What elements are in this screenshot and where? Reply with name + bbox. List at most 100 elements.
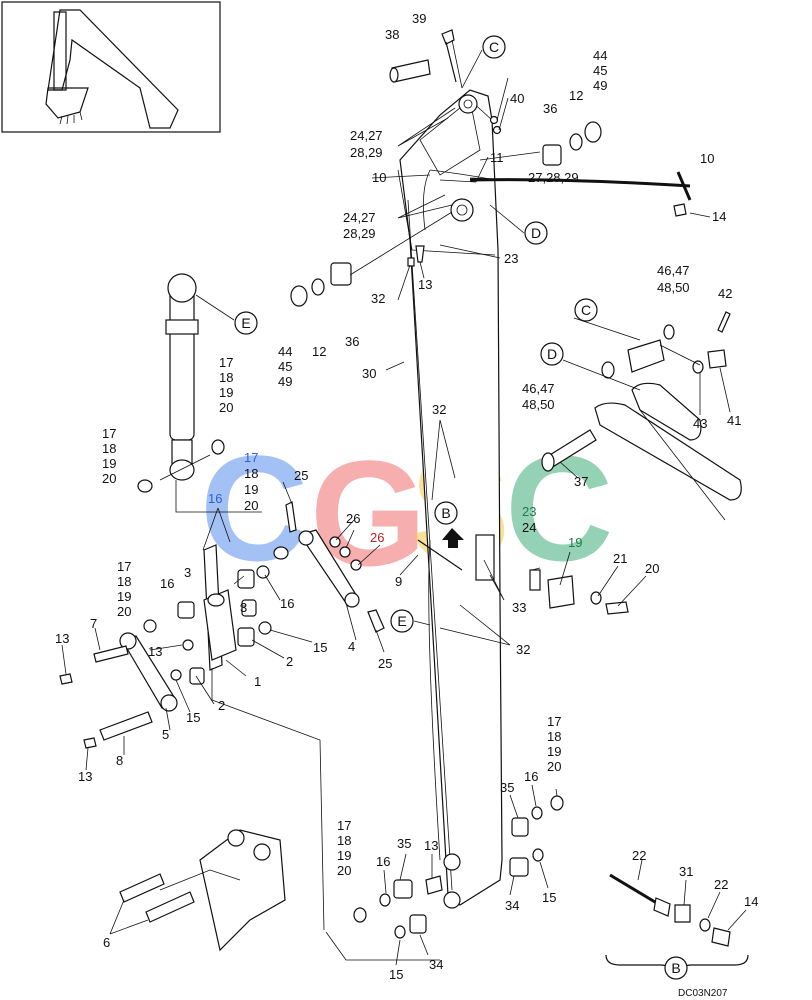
washer-17-right	[550, 795, 564, 811]
bracket-1-top	[207, 593, 225, 607]
right-pin-assembly	[541, 311, 742, 521]
callout-b-detail	[664, 956, 688, 980]
link-bracket-lower	[594, 402, 742, 501]
part-label: 3	[184, 565, 191, 580]
bolt-39-line	[451, 39, 463, 89]
lower-boss-lower	[443, 891, 461, 909]
part-label: 16	[208, 491, 222, 506]
link-4-top-eye	[298, 530, 314, 546]
washer-22	[699, 918, 711, 932]
cylinder-rod-eye	[169, 459, 195, 481]
nut-13-mid	[182, 639, 194, 651]
shim-16-left	[379, 893, 391, 907]
inset-bucket-teeth	[59, 111, 83, 125]
part-label: 2	[218, 698, 225, 713]
part-label: 24,27	[350, 128, 383, 143]
part-label: 20	[244, 498, 258, 513]
hose-10	[676, 171, 692, 201]
washer-46-lower	[601, 361, 615, 379]
part-label: 13	[55, 631, 69, 646]
part-label: 45	[593, 63, 607, 78]
part-label: 15	[313, 640, 327, 655]
part-label: 16	[280, 596, 294, 611]
part-label: 14	[744, 894, 758, 909]
pin-37-end	[541, 452, 555, 472]
bolt-20	[605, 601, 629, 615]
grease-fitting-tube	[417, 539, 463, 571]
top-pin-axis	[479, 151, 541, 161]
shim-26c	[350, 559, 362, 571]
part-label: 46,47	[522, 381, 555, 396]
part-label: 19	[117, 589, 131, 604]
part-label: 25	[378, 656, 392, 671]
lower-leader	[325, 931, 440, 961]
elbow-14-top	[673, 203, 687, 217]
part-label: 28,29	[350, 145, 383, 160]
shim-12-side	[311, 278, 325, 296]
clip-32	[407, 257, 415, 267]
callout-d-right	[540, 342, 564, 366]
part-label: 32	[371, 291, 385, 306]
part-label: 13	[78, 769, 92, 784]
callout-c-right-label: C	[581, 302, 591, 318]
part-label: 21	[613, 551, 627, 566]
part-label: 18	[337, 833, 351, 848]
dipper-arm	[397, 89, 691, 909]
part-label: 49	[593, 78, 607, 93]
middle-boss-bore	[456, 204, 468, 216]
part-label: 7	[90, 616, 97, 631]
excavator-inset-thumbnail	[1, 1, 221, 133]
cylinder-barrel	[169, 279, 195, 441]
part-label: 17	[547, 714, 561, 729]
part-label: 19	[337, 848, 351, 863]
shim-16a	[256, 565, 270, 579]
bushing-46-upper	[627, 339, 665, 373]
bucket-cylinder	[137, 273, 262, 513]
shim-26b	[339, 546, 351, 558]
bushing-3a	[237, 569, 255, 589]
elbow-14-bottom	[711, 927, 731, 947]
part-label: 44	[593, 48, 607, 63]
nut-40b	[492, 125, 502, 135]
bucket-ear-boss-b	[253, 843, 271, 861]
part-label: 26	[370, 530, 384, 545]
part-label: 17	[117, 559, 131, 574]
link-5-top-eye	[119, 632, 137, 650]
cylinder-leader	[175, 480, 262, 513]
part-label: 13	[148, 644, 162, 659]
shim-15-right	[532, 848, 544, 862]
linkage-leader	[211, 668, 325, 931]
bushing-16b	[177, 601, 195, 619]
inset-bucket	[45, 87, 89, 119]
part-label: 16	[524, 769, 538, 784]
part-label: 20	[645, 561, 659, 576]
bolt-25-top	[285, 501, 297, 533]
callout-e-left-label: E	[241, 315, 250, 331]
part-label: 48,50	[657, 280, 690, 295]
part-label: 19	[244, 482, 258, 497]
drawing-code: DC03N207	[678, 988, 728, 999]
link-bracket-upper	[631, 382, 702, 441]
part-label: 24,27	[343, 210, 376, 225]
plate-23	[529, 569, 541, 591]
link-5-bottom-eye	[160, 694, 178, 712]
part-number-labels: 39 38 44 45 49 40 36 12 24,27 28,29 11 1…	[55, 11, 758, 999]
callout-e-arm-label: E	[397, 613, 406, 629]
part-label: 19	[547, 744, 561, 759]
part-label: 19	[102, 456, 116, 471]
bushing-35-left	[393, 879, 413, 899]
callout-b-arm	[434, 501, 458, 525]
part-label: 44	[278, 344, 292, 359]
link-bracket-edge	[639, 409, 726, 521]
bushing-3b	[241, 599, 257, 617]
shim-15-left	[394, 925, 406, 939]
grease-nipple-13	[415, 245, 425, 263]
part-label: 32	[516, 642, 530, 657]
cotter-pin-42	[717, 311, 731, 333]
callout-c-top	[482, 35, 506, 59]
washer-44-top	[584, 121, 602, 143]
callout-d-right-label: D	[547, 346, 557, 362]
cylinder-clamp	[165, 319, 199, 335]
part-label: 20	[337, 863, 351, 878]
